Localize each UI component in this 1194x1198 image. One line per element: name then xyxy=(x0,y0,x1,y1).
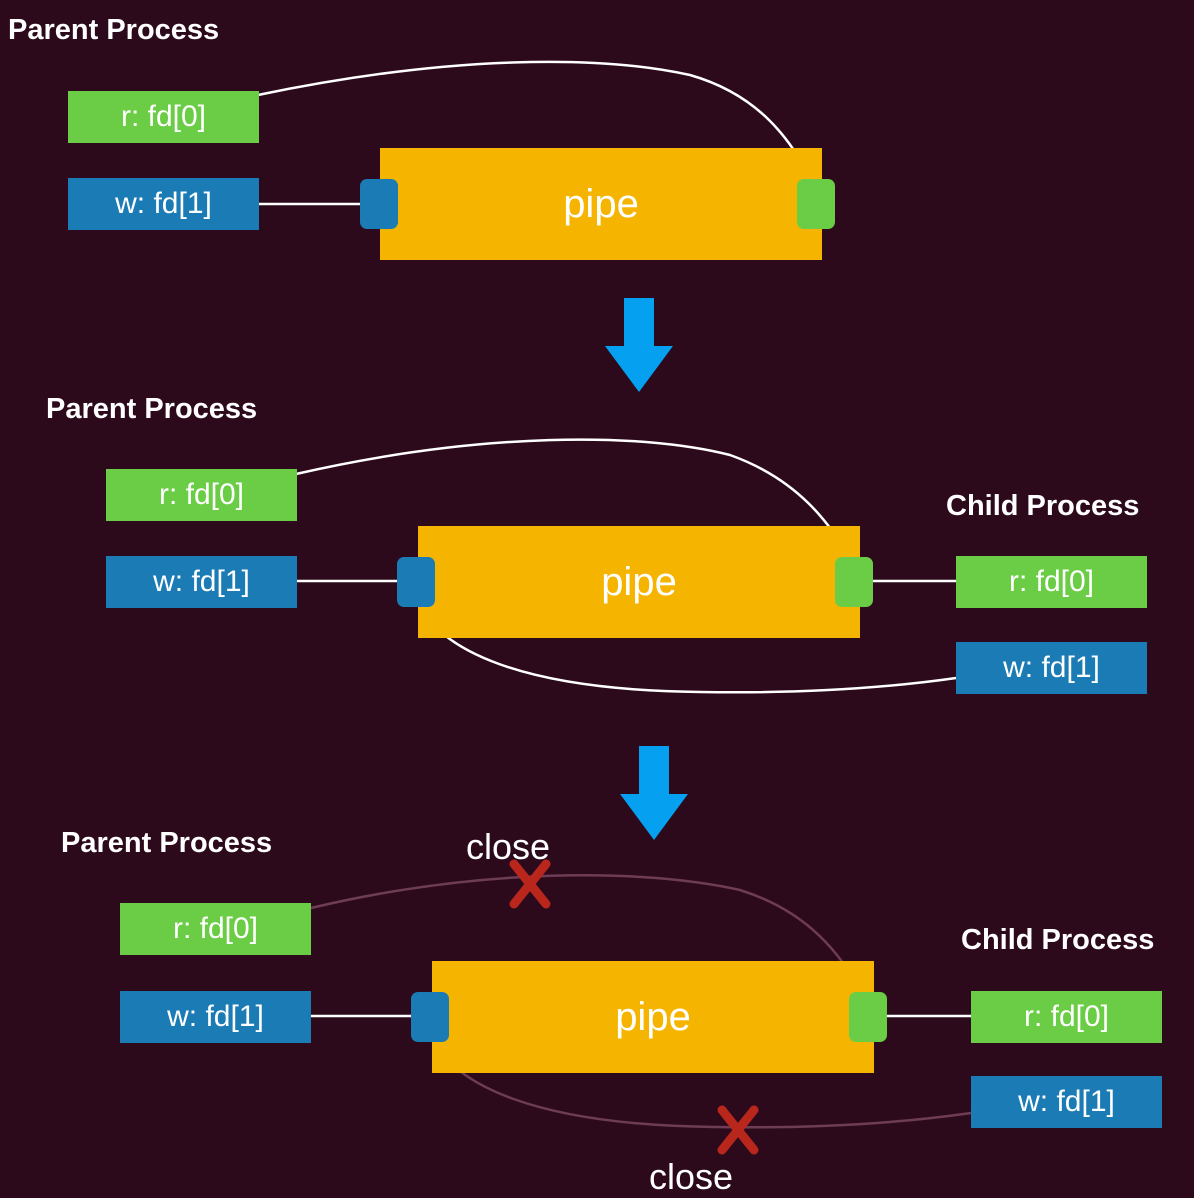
stage2-pipe-read-end xyxy=(835,557,873,607)
close-label-bottom: close xyxy=(649,1156,734,1197)
stage2-parent-write-fd: w: fd[1] xyxy=(106,556,297,608)
stage3-child-title: Child Process xyxy=(961,924,1155,956)
cross-icon xyxy=(509,859,551,909)
stage2-parent-read-fd: r: fd[0] xyxy=(106,469,297,521)
down-arrow-icon xyxy=(605,298,673,392)
stage2-child-read-fd: r: fd[0] xyxy=(956,556,1147,608)
stage2-parent-title: Parent Process xyxy=(46,393,258,425)
stage1-parent-write-fd: w: fd[1] xyxy=(68,178,259,230)
stage1-parent-read-fd: r: fd[0] xyxy=(68,91,259,143)
wire-s1-parent-read xyxy=(257,60,814,181)
wire-s2-parent-read xyxy=(295,438,852,559)
wire-s3-child-write-closed xyxy=(430,1037,972,1129)
stage3-parent-title: Parent Process xyxy=(61,827,273,859)
stage3-child-write-fd: w: fd[1] xyxy=(971,1076,1162,1128)
close-label-top: close xyxy=(466,826,551,867)
stage3-parent-write-fd: w: fd[1] xyxy=(120,991,311,1043)
stage1-pipe-write-end xyxy=(360,179,398,229)
stage2-pipe-write-end xyxy=(397,557,435,607)
stage2-child-write-fd: w: fd[1] xyxy=(956,642,1147,694)
stage3-pipe-read-end xyxy=(849,992,887,1042)
cross-icon xyxy=(717,1105,759,1155)
wire-s3-parent-read-closed xyxy=(310,874,864,993)
down-arrow-icon xyxy=(620,746,688,840)
stage3-child-read-fd: r: fd[0] xyxy=(971,991,1162,1043)
stage1-parent-title: Parent Process xyxy=(8,14,220,46)
stage1-pipe-read-end xyxy=(797,179,835,229)
stage3-pipe: pipe xyxy=(432,961,874,1073)
stage3-pipe-write-end xyxy=(411,992,449,1042)
stage2-child-title: Child Process xyxy=(946,490,1140,522)
stage3-parent-read-fd: r: fd[0] xyxy=(120,903,311,955)
stage2-pipe: pipe xyxy=(418,526,860,638)
wire-s2-child-write xyxy=(416,601,957,694)
stage1-pipe: pipe xyxy=(380,148,822,260)
